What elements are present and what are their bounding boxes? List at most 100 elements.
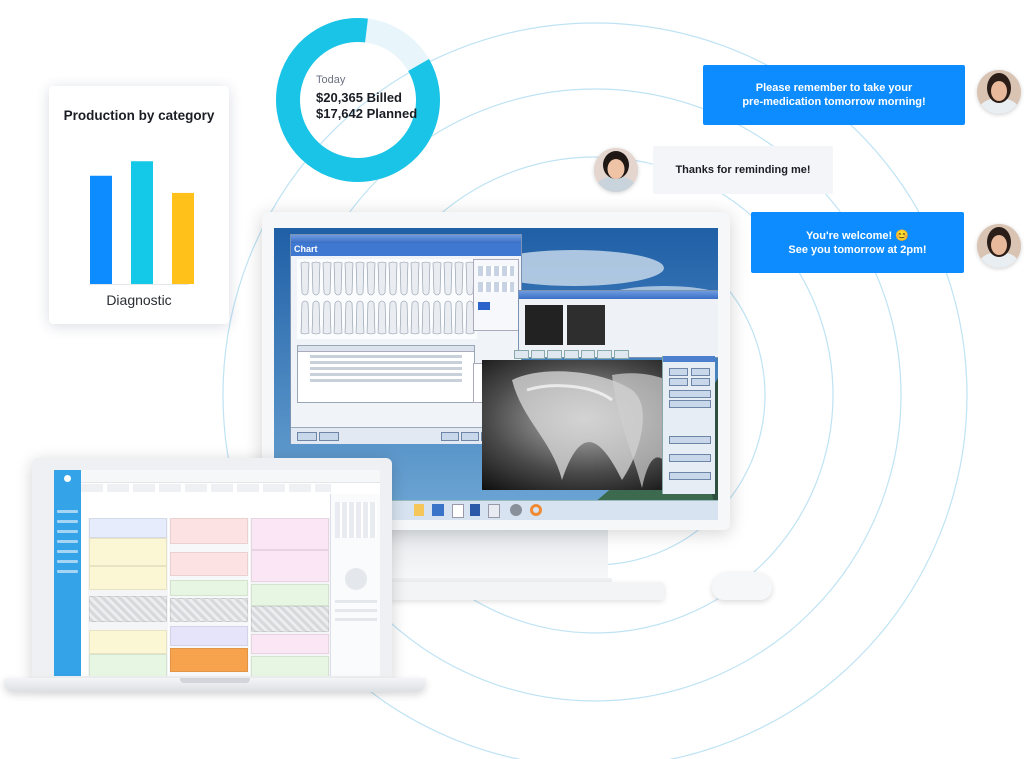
appointment[interactable]	[89, 538, 167, 566]
adjustment-panel[interactable]	[662, 356, 715, 494]
tooth[interactable]	[333, 300, 343, 335]
schedule-column[interactable]	[88, 518, 168, 676]
tooth[interactable]	[388, 261, 398, 296]
date-tab[interactable]	[514, 350, 529, 359]
table-row[interactable]	[310, 367, 462, 370]
schedule-column[interactable]	[250, 518, 330, 676]
tooth[interactable]	[432, 261, 442, 296]
appointment[interactable]	[251, 584, 329, 606]
appointment[interactable]	[170, 626, 248, 646]
sidebar-item[interactable]	[57, 560, 78, 565]
tooth[interactable]	[311, 300, 321, 335]
xray-thumbnail[interactable]	[525, 305, 563, 345]
chat-icon[interactable]	[488, 504, 500, 518]
procedure-list[interactable]	[297, 345, 475, 403]
footer-button[interactable]	[441, 432, 459, 441]
appointment[interactable]	[170, 518, 248, 544]
adjust-button[interactable]	[669, 390, 711, 398]
appointment[interactable]	[89, 518, 167, 538]
imaging-window[interactable]	[518, 290, 718, 358]
table-row[interactable]	[310, 355, 462, 358]
image-date-tabs[interactable]	[514, 350, 629, 359]
tooth-chart[interactable]	[297, 259, 477, 339]
tooth[interactable]	[311, 261, 321, 296]
tool-icons[interactable]	[478, 266, 514, 276]
footer-button[interactable]	[319, 432, 339, 441]
chart-tool-panel[interactable]	[473, 259, 519, 331]
tooth[interactable]	[454, 300, 464, 335]
footer-button[interactable]	[461, 432, 479, 441]
forward-icon[interactable]	[478, 302, 490, 310]
tooth[interactable]	[344, 261, 354, 296]
appointment[interactable]	[251, 656, 329, 676]
tooth[interactable]	[410, 300, 420, 335]
date-tab[interactable]	[614, 350, 629, 359]
appointment[interactable]	[170, 552, 248, 576]
tooth[interactable]	[300, 300, 310, 335]
appointment[interactable]	[89, 566, 167, 590]
xray-thumbnail[interactable]	[567, 305, 605, 345]
tooth[interactable]	[355, 300, 365, 335]
tooth[interactable]	[465, 300, 475, 335]
tooth[interactable]	[300, 261, 310, 296]
tooth[interactable]	[366, 300, 376, 335]
adjust-button[interactable]	[669, 378, 688, 386]
adjust-button[interactable]	[691, 368, 710, 376]
chart-window[interactable]: Chart	[290, 234, 522, 444]
appointment[interactable]	[89, 630, 167, 654]
tooth[interactable]	[443, 300, 453, 335]
appointment[interactable]	[251, 550, 329, 582]
sidebar-item[interactable]	[57, 540, 78, 545]
mini-calendar[interactable]	[335, 502, 377, 538]
tooth[interactable]	[322, 300, 332, 335]
appointment[interactable]	[251, 518, 329, 550]
adjust-button[interactable]	[669, 368, 688, 376]
adjust-button[interactable]	[669, 436, 711, 444]
tooth[interactable]	[443, 261, 453, 296]
tool-icons[interactable]	[478, 282, 514, 292]
footer-button[interactable]	[297, 432, 317, 441]
appointment[interactable]	[251, 634, 329, 654]
tooth[interactable]	[377, 300, 387, 335]
date-tab[interactable]	[580, 350, 596, 359]
tooth[interactable]	[454, 261, 464, 296]
tooth[interactable]	[421, 261, 431, 296]
tooth[interactable]	[399, 261, 409, 296]
camera-icon[interactable]	[432, 504, 444, 516]
tooth[interactable]	[322, 261, 332, 296]
appointment[interactable]	[170, 580, 248, 596]
appointment[interactable]	[170, 648, 248, 672]
adjust-button[interactable]	[669, 400, 711, 408]
calendar-panel[interactable]	[330, 494, 380, 676]
tooth[interactable]	[432, 300, 442, 335]
table-row[interactable]	[310, 379, 462, 382]
tooth[interactable]	[388, 300, 398, 335]
date-tab[interactable]	[564, 350, 579, 359]
sidebar-item[interactable]	[57, 510, 78, 515]
more-icon[interactable]	[510, 504, 522, 516]
tooth[interactable]	[355, 261, 365, 296]
tooth[interactable]	[333, 261, 343, 296]
document-icon[interactable]	[452, 504, 464, 518]
schedule-column[interactable]	[169, 518, 249, 676]
tooth[interactable]	[410, 261, 420, 296]
sidebar-item[interactable]	[57, 550, 78, 555]
schedule-sidebar[interactable]	[54, 470, 81, 676]
adjust-button[interactable]	[691, 378, 710, 386]
tooth[interactable]	[421, 300, 431, 335]
table-row[interactable]	[310, 373, 462, 376]
lifebuoy-icon[interactable]	[530, 504, 542, 516]
date-tab[interactable]	[597, 350, 613, 359]
appointment[interactable]	[89, 654, 167, 676]
date-tab[interactable]	[547, 350, 563, 359]
sidebar-item[interactable]	[57, 570, 78, 575]
adjust-button[interactable]	[669, 472, 711, 480]
folder-icon[interactable]	[414, 504, 424, 516]
toothbrush-icon[interactable]	[470, 504, 480, 516]
tooth[interactable]	[399, 300, 409, 335]
sidebar-item[interactable]	[57, 520, 78, 525]
sidebar-item[interactable]	[57, 530, 78, 535]
adjust-button[interactable]	[669, 454, 711, 462]
tooth[interactable]	[366, 261, 376, 296]
tooth[interactable]	[344, 300, 354, 335]
